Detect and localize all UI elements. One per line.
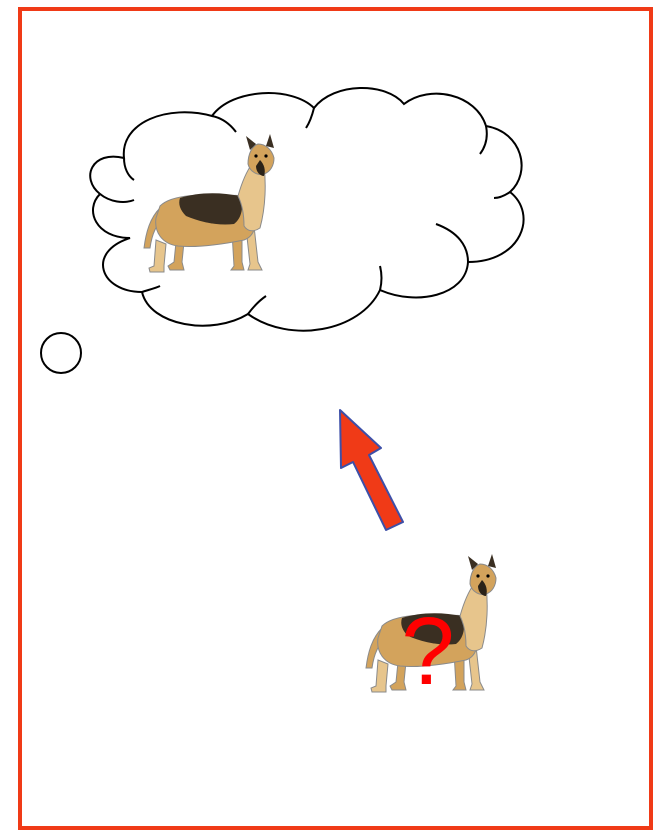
thought-bubble-small bbox=[41, 333, 81, 373]
thought-cloud-icon bbox=[90, 88, 523, 331]
up-arrow-icon bbox=[340, 410, 403, 530]
question-mark: ? bbox=[401, 598, 454, 705]
